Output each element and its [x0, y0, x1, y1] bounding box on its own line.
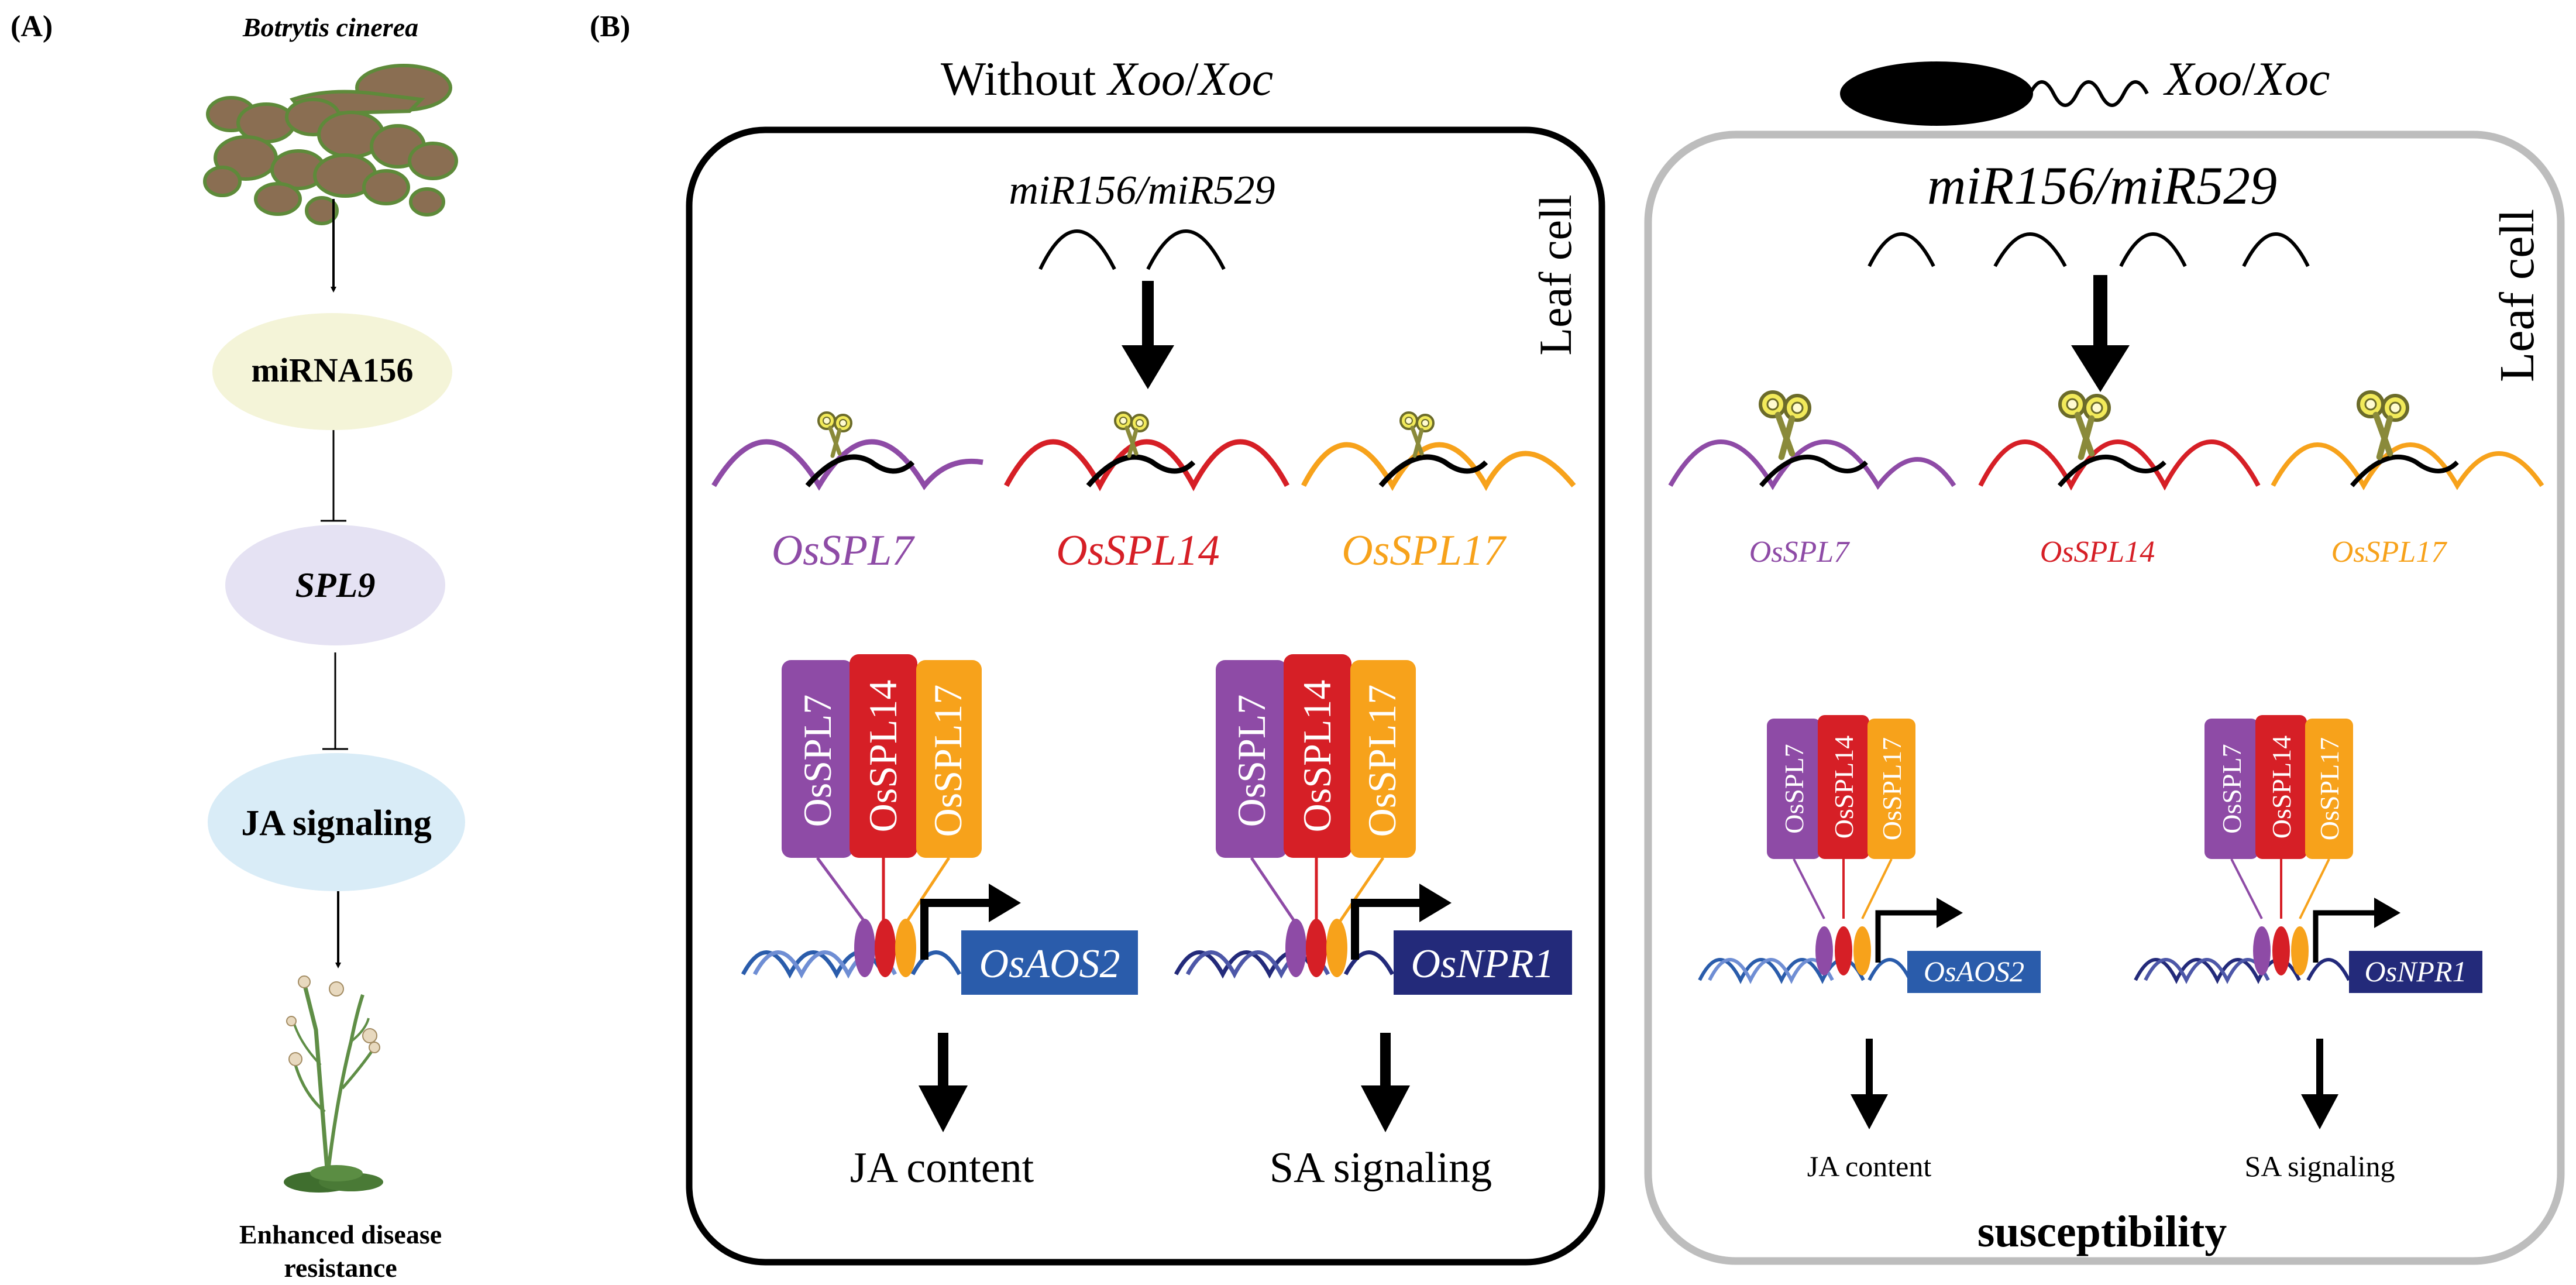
right-output-ja: JA content	[1807, 1150, 1932, 1183]
pathogen-name: Botrytis cinerea	[242, 12, 418, 42]
right-mrna-spl14	[1978, 439, 2261, 491]
left-target-aos2-box	[961, 930, 1138, 995]
left-output-sa: SA signaling	[1270, 1144, 1492, 1192]
right-title: Xoo/Xoc	[2163, 52, 2330, 105]
left-gene-spl14: OsSPL14	[1056, 527, 1220, 575]
left-mrna-spl14	[1004, 439, 1289, 492]
right-mrna-spl7	[1668, 439, 1956, 490]
ja-signaling-node	[208, 753, 465, 891]
right-gene-spl7: OsSPL7	[1749, 535, 1850, 569]
right-target-npr1-box	[2349, 951, 2482, 993]
left-g2-box-spl7: OsSPL7	[1229, 695, 1274, 827]
right-target-aos2: OsAOS2	[1924, 955, 2024, 988]
left-tf-group-2: OsSPL7 OsSPL14 OsSPL17 OsNPR1 SA signali…	[1174, 654, 1572, 1192]
right-scissors-1	[1760, 392, 1810, 457]
right-tf-group-2: OsSPL7 OsSPL14 OsSPL17 OsNPR1 SA signali…	[2134, 715, 2482, 1183]
left-target-npr1: OsNPR1	[1411, 942, 1554, 987]
left-output-ja: JA content	[850, 1144, 1034, 1192]
right-g2-box-spl14: OsSPL14	[2267, 736, 2296, 839]
right-mirna-waves	[1867, 232, 2310, 267]
right-mirna-label: miR156/miR529	[1927, 156, 2277, 215]
panel-b-label: (B)	[590, 10, 630, 43]
fungus-illustration	[203, 64, 458, 225]
right-g2-box-spl17: OsSPL17	[2314, 737, 2344, 840]
right-target-aos2-box	[1907, 951, 2041, 993]
panel-a-label: (A)	[11, 10, 53, 43]
left-title: Without Xoo/Xoc	[941, 52, 1273, 105]
right-g2-box-spl7: OsSPL7	[2217, 744, 2247, 833]
bacterium-icon	[1840, 61, 2033, 126]
right-cell-label: Leaf cell	[2490, 209, 2544, 382]
left-cell-border	[686, 126, 1605, 1266]
right-mrna-strands	[1668, 439, 2544, 491]
left-g2-box-spl14: OsSPL14	[1295, 680, 1339, 833]
ja-signaling-label: JA signaling	[241, 803, 432, 843]
mirna156-label: miRNA156	[251, 351, 413, 389]
right-output-sa: SA signaling	[2245, 1150, 2395, 1183]
plant-illustration	[284, 975, 383, 1193]
left-dna-2	[1174, 950, 1395, 979]
right-target-npr1: OsNPR1	[2365, 955, 2467, 988]
right-tf-group-1: OsSPL7 OsSPL14 OsSPL17 OsAOS2 JA content	[1698, 715, 2041, 1183]
left-mrna-spl7	[711, 439, 983, 491]
left-cell-panel: Without Xoo/Xoc miR156/miR529 Leaf cell …	[686, 52, 1605, 1266]
left-mrna-spl17	[1301, 442, 1576, 492]
left-mrna-strands	[711, 439, 1576, 492]
bacterium-flagellum	[2028, 80, 2149, 107]
right-cell-border	[1644, 130, 2565, 1265]
panel-a: (A) Botrytis cinerea miRNA156	[11, 10, 465, 1283]
right-gene-spl14: OsSPL14	[2040, 535, 2155, 569]
right-g1-box-spl14: OsSPL14	[1829, 736, 1859, 839]
spl9-label: SPL9	[295, 566, 376, 604]
left-cell-label: Leaf cell	[1530, 195, 1581, 356]
left-scissors-2	[1115, 413, 1148, 456]
left-g1-box-spl17: OsSPL17	[926, 685, 970, 837]
right-footer-susceptibility: susceptibility	[1977, 1207, 2227, 1256]
outcome-line-1: Enhanced disease	[239, 1219, 442, 1249]
right-g1-box-spl7: OsSPL7	[1779, 744, 1809, 833]
left-mirna-waves	[1038, 229, 1226, 270]
right-mrna-spl17	[2271, 442, 2544, 491]
left-target-npr1-box	[1394, 930, 1572, 995]
right-gene-spl17: OsSPL17	[2331, 535, 2447, 569]
left-gene-spl7: OsSPL7	[772, 527, 916, 575]
left-g2-box-spl17: OsSPL17	[1360, 685, 1404, 837]
outcome-line-2: resistance	[284, 1253, 397, 1283]
left-target-aos2: OsAOS2	[979, 942, 1120, 987]
left-gene-spl17: OsSPL17	[1342, 527, 1507, 575]
right-cell-panel: Xoo/Xoc miR156/miR529 Leaf cell OsSPL7 O…	[1644, 52, 2565, 1265]
left-g1-box-spl7: OsSPL7	[795, 695, 840, 827]
left-g1-box-spl14: OsSPL14	[861, 680, 905, 833]
left-tf-group-1: OsSPL7 OsSPL14 OsSPL17 OsAOS2 JA content	[741, 654, 1138, 1192]
spl9-node	[225, 525, 445, 645]
left-mirna-label: miR156/miR529	[1009, 168, 1275, 213]
right-g1-box-spl17: OsSPL17	[1877, 737, 1907, 840]
mirna156-node	[212, 313, 452, 430]
